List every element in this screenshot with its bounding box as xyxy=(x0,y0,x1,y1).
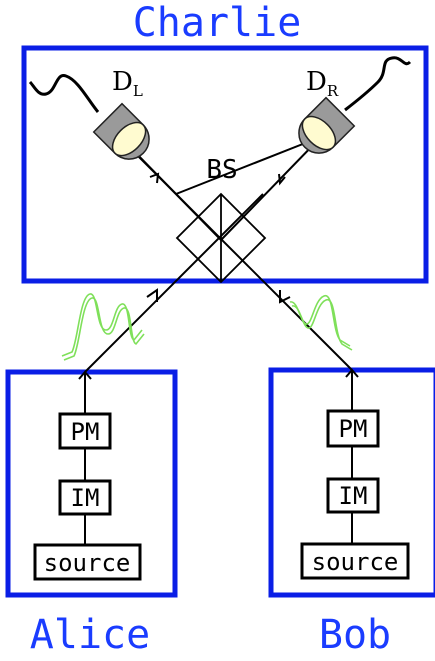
alice-source-label: source xyxy=(44,549,131,577)
alice-diagonal-beam xyxy=(84,193,264,373)
bob-pm-box xyxy=(326,409,380,448)
detector-right-label: DR xyxy=(306,67,339,100)
charlie-title: Charlie xyxy=(133,0,302,46)
arrow-bob-diagonal xyxy=(279,290,291,304)
bob-title: Bob xyxy=(319,612,391,658)
to-right-detector-beam xyxy=(220,139,319,241)
pulse-alice xyxy=(61,293,145,361)
alice-im-box xyxy=(58,479,112,516)
alice-pm-label: PM xyxy=(71,418,100,446)
to-left-detector-beam xyxy=(127,144,222,241)
right-output-beam xyxy=(175,137,319,195)
bob-source-box xyxy=(300,542,410,580)
detector-right-cable xyxy=(344,56,412,112)
arrow-left-detector xyxy=(149,172,160,184)
alice-source-box xyxy=(33,543,142,581)
detector-left-label: DL xyxy=(112,67,143,100)
arrow-right-detector xyxy=(278,173,286,186)
bob-source-label: source xyxy=(312,548,399,576)
bob-device-chain: PM IM source xyxy=(300,409,410,580)
pulse-bob xyxy=(289,295,353,351)
alice-pm-box xyxy=(58,412,112,450)
alice-title: Alice xyxy=(30,612,150,658)
bob-box xyxy=(268,367,435,598)
bob-im-label: IM xyxy=(339,482,368,510)
bob-pm-label: PM xyxy=(339,415,368,443)
charlie-box xyxy=(21,45,429,284)
beam-arrows xyxy=(78,172,359,380)
arrow-alice-diagonal xyxy=(146,288,158,302)
alice-im-label: IM xyxy=(71,484,100,512)
arrow-bob-vertical xyxy=(345,368,359,378)
beam-splitter xyxy=(175,192,267,284)
detector-left xyxy=(28,74,150,160)
detector-right xyxy=(298,56,412,154)
arrow-alice-vertical xyxy=(78,370,92,380)
bob-im-box xyxy=(326,477,380,514)
detector-left-cable xyxy=(28,74,100,113)
bs-label: BS xyxy=(206,155,237,185)
beam-paths xyxy=(84,137,353,440)
alice-box xyxy=(5,369,178,598)
alice-device-chain: PM IM source xyxy=(33,412,142,581)
